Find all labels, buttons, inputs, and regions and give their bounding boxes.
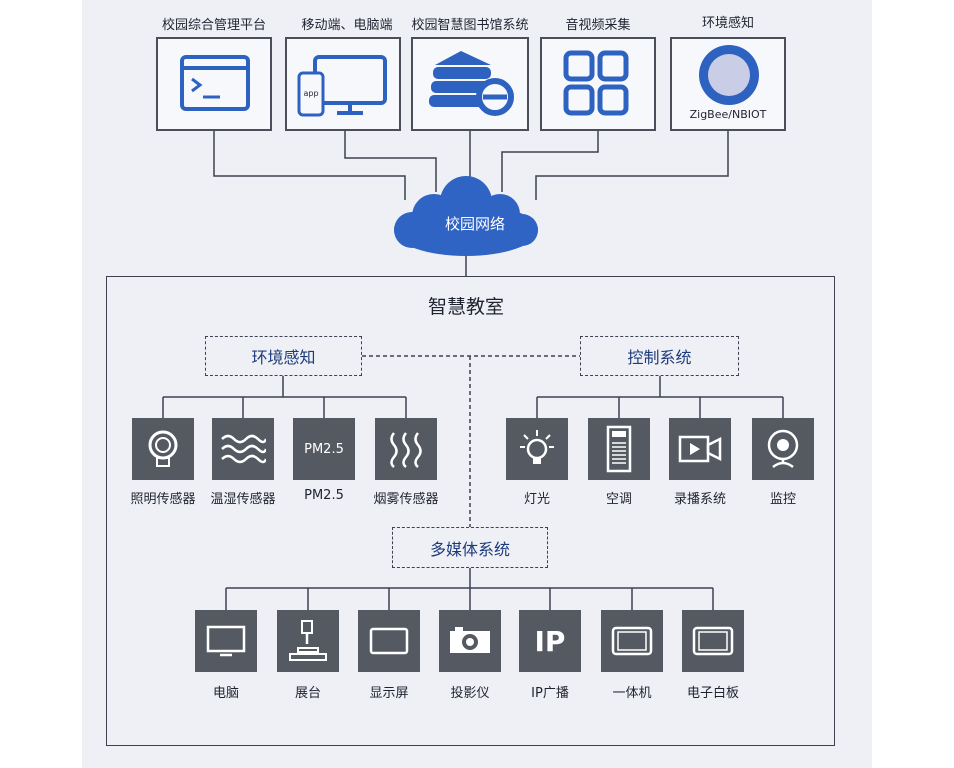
zigbee-label: ZigBee/NBIOT <box>689 108 767 121</box>
projector-label: 投影仪 <box>450 686 490 701</box>
media-group-label: 多媒体系统 <box>429 539 510 559</box>
env-group-box: 环境感知 <box>205 336 362 376</box>
all-in-one-label: 一体机 <box>612 686 652 701</box>
whiteboard-tile <box>682 610 744 672</box>
projector-tile <box>439 610 501 672</box>
bulb-sensor-icon <box>148 430 178 467</box>
source-box-mobile: app <box>285 37 401 131</box>
ac-label: 空调 <box>605 492 632 507</box>
projector-icon <box>450 627 490 653</box>
books-ie-icon <box>429 51 514 116</box>
ctrl-group-label: 控制系统 <box>627 348 692 367</box>
source-box-av <box>540 37 656 131</box>
smart-classroom-title: 智慧教室 <box>428 296 505 318</box>
env-group-label: 环境感知 <box>251 348 316 367</box>
source-label-mobile: 移动端、电脑端 <box>301 18 393 33</box>
webcam-icon <box>767 429 799 469</box>
media-group-box: 多媒体系统 <box>392 527 548 568</box>
lighting-label: 灯光 <box>523 492 550 507</box>
pm25-label: PM2.5 <box>304 488 344 503</box>
lighting-tile <box>506 418 568 480</box>
source-box-env: ZigBee/NBIOT <box>670 37 786 131</box>
monitor-icon <box>206 625 246 657</box>
source-box-management <box>156 37 272 131</box>
circle-sensor-icon <box>699 45 759 105</box>
humidity-sensor-label: 温湿传感器 <box>210 492 276 507</box>
source-label-library: 校园智慧图书馆系统 <box>411 18 529 33</box>
ip-broadcast-label: IP广播 <box>531 686 569 701</box>
smoke-sensor-tile <box>375 418 437 480</box>
visualizer-tile <box>277 610 339 672</box>
light-sensor-label: 照明传感器 <box>130 492 196 507</box>
display-tile <box>358 610 420 672</box>
surveillance-label: 监控 <box>769 492 796 507</box>
display-icon <box>369 627 409 655</box>
smart-classroom-frame <box>106 276 835 746</box>
four-grid-icon <box>563 50 629 116</box>
humidity-sensor-tile <box>212 418 274 480</box>
surveillance-tile <box>752 418 814 480</box>
campus-network-label: 校园网络 <box>444 215 505 233</box>
app-label: app <box>303 89 319 98</box>
pm25-icon: PM2.5 <box>304 441 344 457</box>
computer-label: 电脑 <box>212 686 239 701</box>
ip-icon: IP <box>534 624 566 658</box>
waves-icon <box>221 434 266 464</box>
computer-tile <box>195 610 257 672</box>
light-sensor-tile <box>132 418 194 480</box>
smoke-icon <box>390 432 422 468</box>
source-label-management: 校园综合管理平台 <box>161 18 266 33</box>
pm25-tile: PM2.5 <box>293 418 355 480</box>
recording-tile <box>669 418 731 480</box>
whiteboard-label: 电子白板 <box>686 686 739 701</box>
source-label-env: 环境感知 <box>701 16 754 31</box>
whiteboard-icon <box>692 626 734 656</box>
all-in-one-tile <box>601 610 663 672</box>
smoke-sensor-label: 烟雾传感器 <box>373 492 439 507</box>
source-box-library <box>411 37 529 131</box>
light-icon <box>520 430 554 464</box>
ac-tile <box>588 418 650 480</box>
visualizer-label: 展台 <box>294 686 321 701</box>
air-conditioner-icon <box>606 425 632 473</box>
ctrl-group-box: 控制系统 <box>580 336 739 376</box>
source-label-av: 音视频采集 <box>565 18 631 33</box>
display-label: 显示屏 <box>369 686 409 701</box>
recording-label: 录播系统 <box>673 492 726 507</box>
video-camera-icon <box>678 435 722 463</box>
terminal-window-icon <box>180 55 250 111</box>
cloud-shape <box>394 176 538 256</box>
document-camera-icon <box>289 620 327 661</box>
tablet-icon <box>611 626 653 656</box>
ip-broadcast-tile: IP <box>519 610 581 672</box>
phone-monitor-icon <box>297 55 387 117</box>
